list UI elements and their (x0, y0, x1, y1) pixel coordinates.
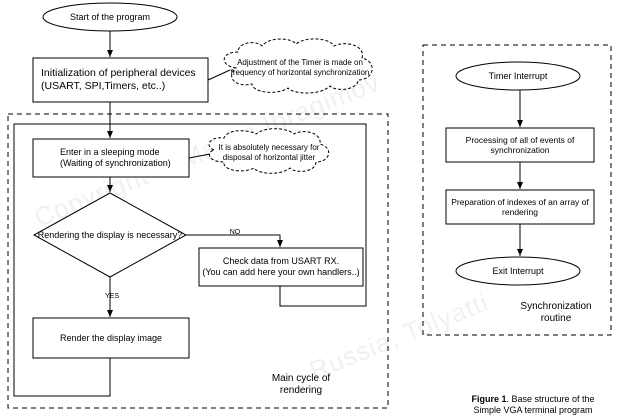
preparation-node (445, 189, 595, 225)
figure-caption: Figure 1. Base structure of the Simple V… (448, 394, 618, 416)
timer-interrupt-node (455, 61, 581, 91)
init-node (32, 57, 209, 103)
exit-interrupt-label: Exit Interrupt (492, 265, 544, 276)
timer-note-cloud (223, 38, 373, 94)
exit-interrupt-node (455, 256, 581, 286)
sleep-label: Enter in a sleeping mode (Waiting of syn… (60, 147, 171, 168)
jitter-note-label: It is absolutely necessary for disposal … (218, 143, 320, 162)
usart-label: Check data from USART RX. (You can add h… (202, 256, 360, 277)
arrow-no-to-usart (186, 234, 283, 247)
caption-title: . Base structure of the (506, 394, 595, 404)
jitter-note-cloud (208, 128, 330, 174)
no-label: NO (229, 228, 241, 236)
main-cycle-label: Main cycle of rendering (271, 373, 331, 396)
processing-label: Processing of all of events of synchroni… (465, 135, 575, 155)
processing-node (445, 127, 595, 163)
timer-interrupt-label: Timer Interrupt (488, 70, 548, 81)
usart-node (198, 247, 364, 287)
caption-line2: Simple VGA terminal program (473, 405, 593, 415)
render-label: Render the display image (59, 332, 163, 343)
jitter-note-leader (188, 153, 211, 159)
sync-routine-label: Synchronization routine (520, 301, 592, 324)
caption-figure-number: Figure 1 (471, 394, 507, 404)
init-label: Initialization of peripheral devices (US… (41, 67, 196, 92)
sync-routine-frame (422, 44, 612, 336)
preparation-label: Preparation of indexes of an array of re… (451, 197, 589, 217)
start-label: Start of the program (69, 11, 151, 22)
render-node (32, 317, 190, 359)
timer-note-label: Adjustment of the Timer is made on frequ… (230, 58, 370, 77)
timer-note-leader (207, 69, 231, 81)
loop-usart-to-sleep (110, 123, 367, 307)
loop-render-to-sleep (13, 123, 111, 397)
yes-label: YES (104, 292, 119, 300)
main-cycle-frame (7, 113, 389, 409)
decision-label: Rendering the display is necessary? (37, 229, 183, 240)
